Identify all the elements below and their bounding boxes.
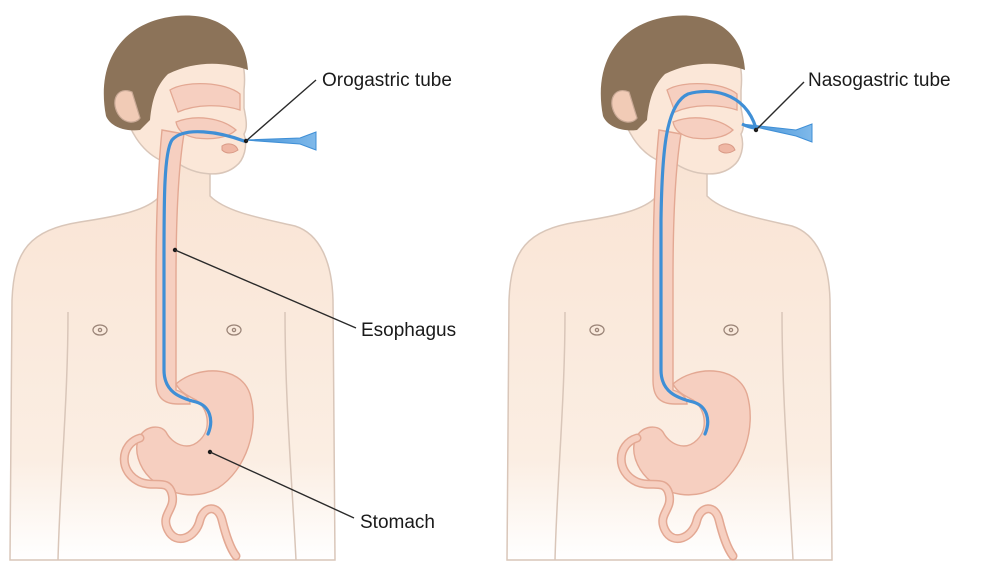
stomach-label: Stomach xyxy=(360,512,435,533)
esophagus-label: Esophagus xyxy=(361,320,456,341)
figure-orogastric xyxy=(10,15,356,560)
nasogastric-label: Nasogastric tube xyxy=(808,70,951,91)
figure-nasogastric xyxy=(507,15,832,560)
orogastric-label: Orogastric tube xyxy=(322,70,452,91)
